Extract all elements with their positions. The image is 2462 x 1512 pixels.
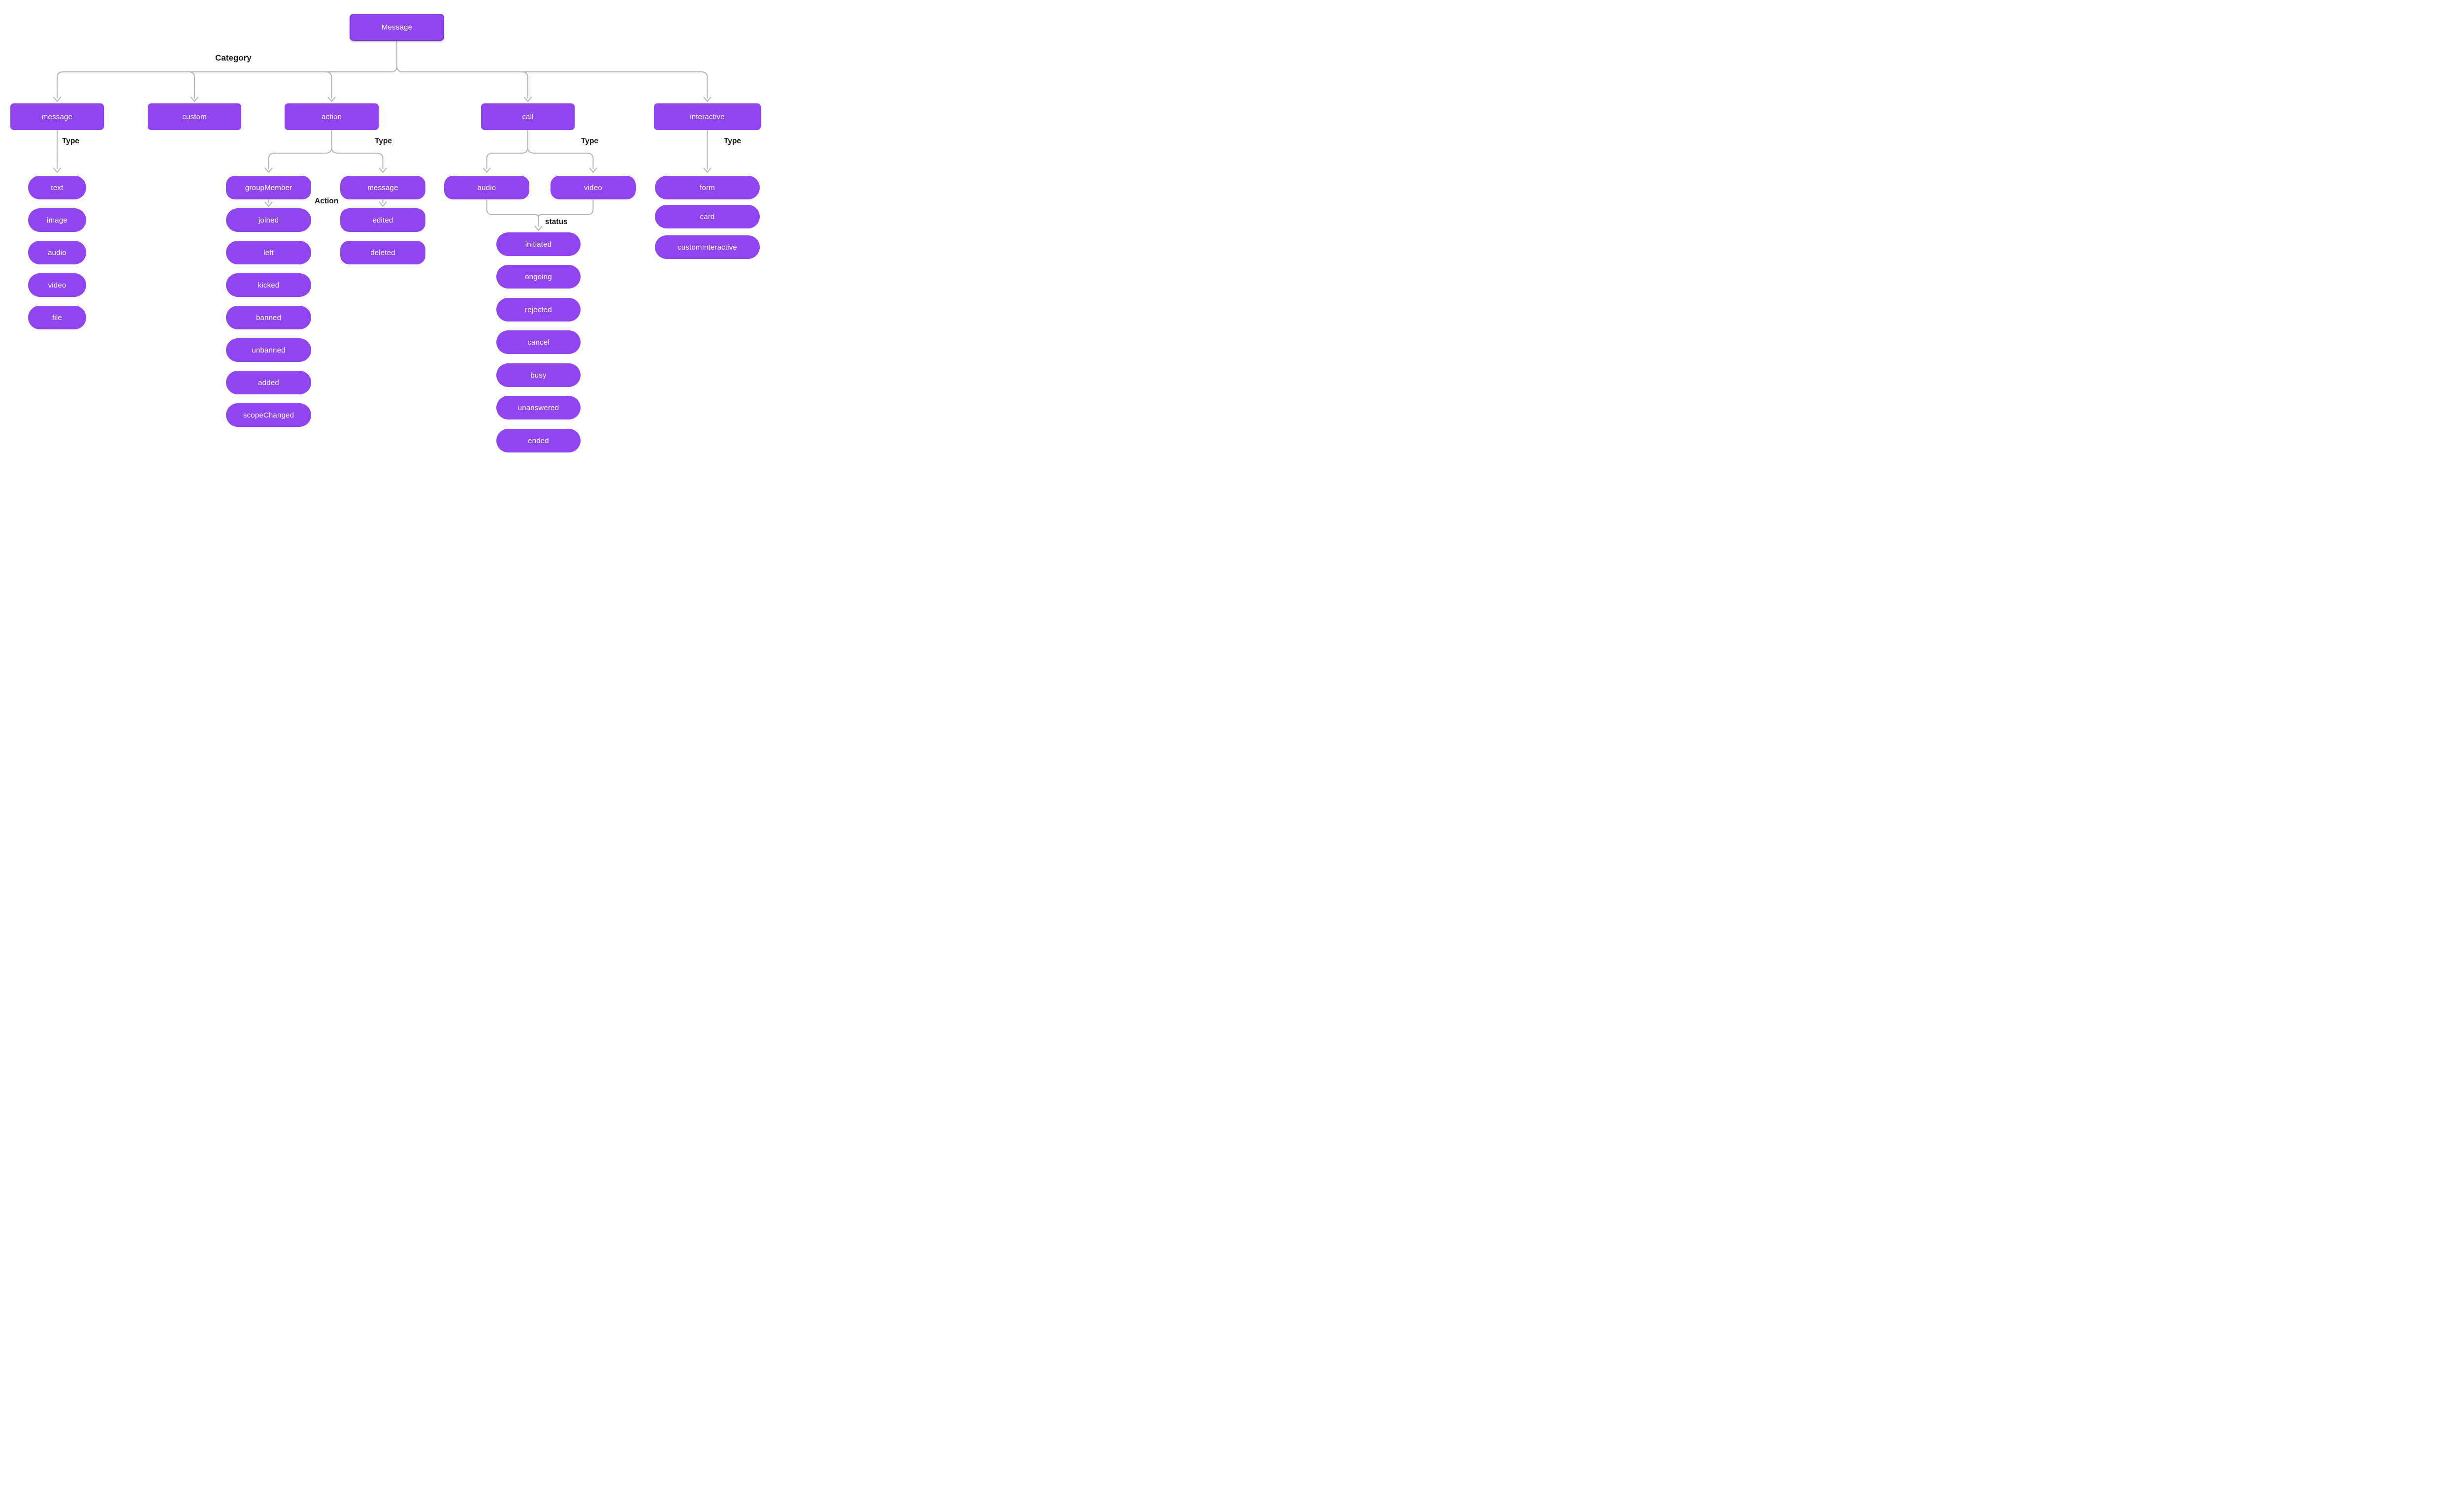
node-actiontype-groupmember: groupMember xyxy=(226,176,311,199)
edge-label-category: Category xyxy=(215,53,252,63)
node-action-joined: joined xyxy=(226,208,311,232)
node-actiontype-message: message xyxy=(340,176,425,199)
node-action-scopechanged: scopeChanged xyxy=(226,403,311,427)
node-status-ongoing: ongoing xyxy=(496,265,581,289)
edge-root-to-interactive xyxy=(396,41,708,98)
node-category-call: call xyxy=(481,103,575,130)
node-category-message: message xyxy=(10,103,104,130)
node-type-text: text xyxy=(28,176,86,199)
node-type-file: file xyxy=(28,306,86,329)
arrowhead xyxy=(703,167,712,173)
node-interactive-form: form xyxy=(655,176,760,199)
edge-call-to-audio xyxy=(486,130,528,169)
node-category-interactive: interactive xyxy=(654,103,761,130)
edge-label-type-action: Type xyxy=(375,137,392,145)
node-type-image: image xyxy=(28,208,86,232)
arrowhead xyxy=(589,167,597,173)
arrowhead xyxy=(379,201,387,207)
node-action-edited: edited xyxy=(340,208,425,232)
connector-lines xyxy=(53,41,712,231)
arrowhead xyxy=(191,97,198,102)
edge-audio-to-status xyxy=(486,199,539,218)
edge-rail-to-call xyxy=(521,71,528,98)
edge-label-type-message: Type xyxy=(62,137,80,145)
node-status-busy: busy xyxy=(496,363,581,387)
edge-rail-to-custom xyxy=(188,71,195,98)
arrowhead xyxy=(379,167,387,173)
node-interactive-custominteractive: customInteractive xyxy=(655,235,760,259)
node-status-initiated: initiated xyxy=(496,232,581,256)
node-root-message: Message xyxy=(350,14,444,41)
arrowhead xyxy=(264,167,273,173)
arrowhead xyxy=(534,225,543,231)
arrowhead xyxy=(264,201,273,207)
arrowhead xyxy=(53,167,61,173)
node-category-custom: custom xyxy=(148,103,241,130)
edge-label-type-interactive: Type xyxy=(724,137,742,145)
node-action-left: left xyxy=(226,241,311,264)
edge-label-action: Action xyxy=(315,197,339,205)
node-action-unbanned: unbanned xyxy=(226,338,311,362)
node-interactive-card: card xyxy=(655,205,760,228)
node-type-video: video xyxy=(28,273,86,297)
arrowhead xyxy=(327,97,336,102)
message-structure-diagram: Category Type Type Type Type Action stat… xyxy=(0,0,772,464)
node-calltype-audio: audio xyxy=(444,176,529,199)
node-status-cancel: cancel xyxy=(496,330,581,354)
node-action-added: added xyxy=(226,371,311,394)
edge-rail-to-action xyxy=(325,71,332,98)
edge-video-to-status xyxy=(538,199,594,218)
arrowhead xyxy=(524,97,532,102)
arrowhead xyxy=(53,97,61,102)
edge-root-to-message xyxy=(57,41,397,98)
node-action-kicked: kicked xyxy=(226,273,311,297)
edge-label-status: status xyxy=(545,218,568,226)
arrowhead xyxy=(703,97,712,102)
node-status-rejected: rejected xyxy=(496,298,581,322)
edge-call-to-video xyxy=(527,130,594,169)
node-status-unanswered: unanswered xyxy=(496,396,581,419)
node-action-deleted: deleted xyxy=(340,241,425,264)
node-type-audio: audio xyxy=(28,241,86,264)
arrowhead xyxy=(483,167,491,173)
edge-action-to-message-type xyxy=(331,130,384,169)
node-category-action: action xyxy=(285,103,379,130)
node-calltype-video: video xyxy=(551,176,636,199)
edge-label-type-call: Type xyxy=(581,137,599,145)
node-status-ended: ended xyxy=(496,429,581,452)
node-action-banned: banned xyxy=(226,306,311,329)
edge-action-to-groupmember xyxy=(268,130,332,169)
